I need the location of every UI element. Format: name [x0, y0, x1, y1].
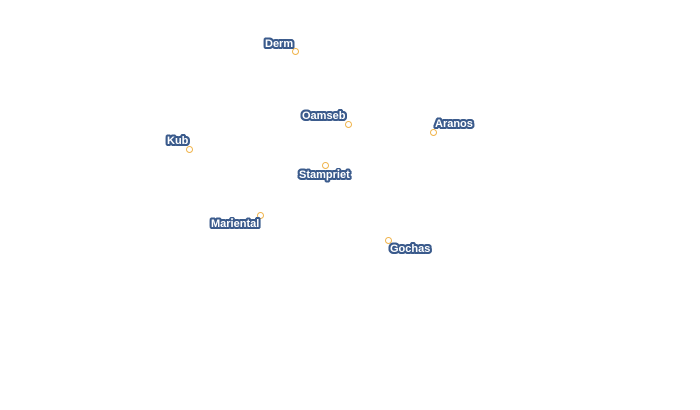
- town-label-kub: Kub: [167, 135, 189, 147]
- town-marker-mariental[interactable]: [257, 212, 264, 219]
- town-marker-kub[interactable]: [186, 146, 193, 153]
- town-label-gochas: Gochas: [390, 243, 431, 255]
- town-marker-stampriet[interactable]: [322, 162, 329, 169]
- town-label-oamseb: Oamseb: [302, 110, 346, 122]
- town-marker-oamseb[interactable]: [345, 121, 352, 128]
- town-marker-derm[interactable]: [292, 48, 299, 55]
- town-label-mariental: Mariental: [211, 218, 260, 230]
- town-label-stampriet: Stampriet: [299, 169, 350, 181]
- town-label-aranos: Aranos: [435, 118, 473, 130]
- town-marker-gochas[interactable]: [385, 237, 392, 244]
- town-label-derm: Derm: [265, 38, 294, 50]
- town-marker-aranos[interactable]: [430, 129, 437, 136]
